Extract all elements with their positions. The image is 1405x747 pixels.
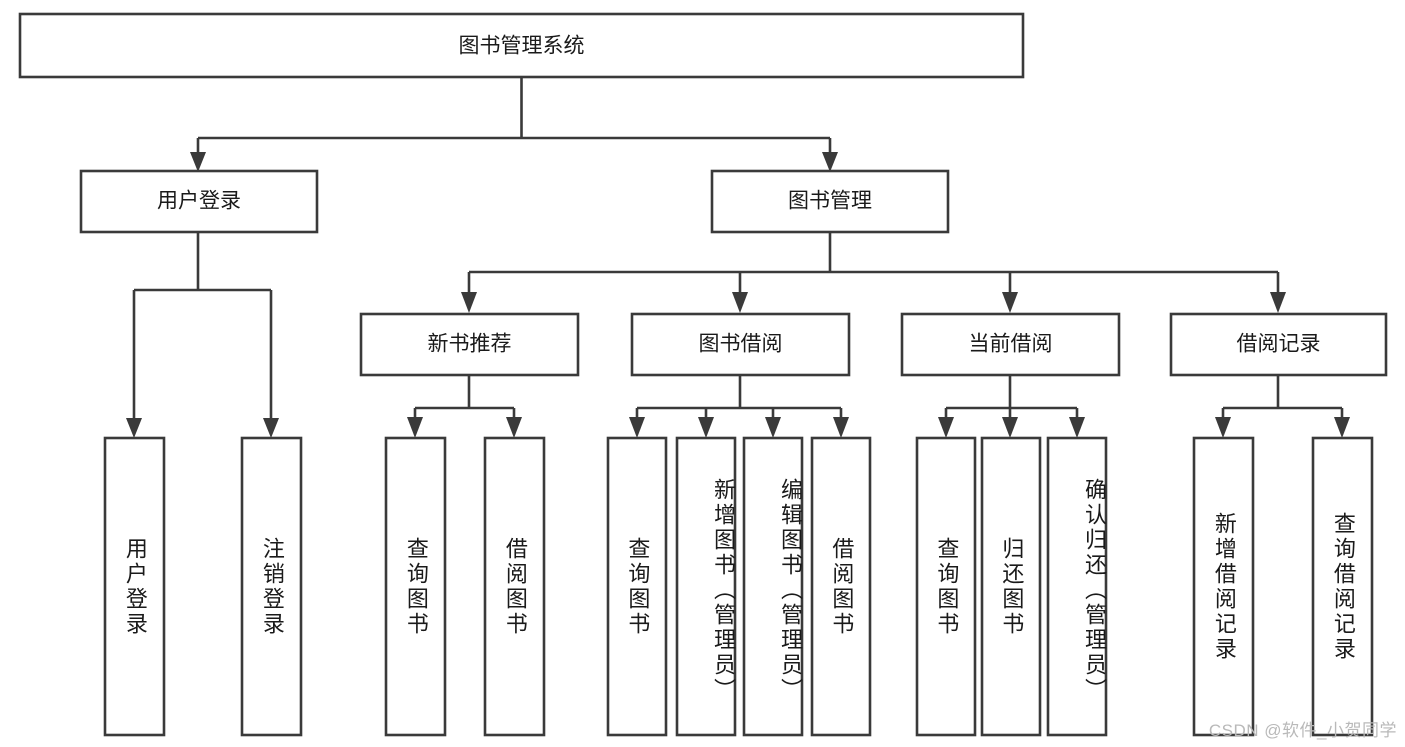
arrowhead-to-borrow-record (1270, 292, 1286, 313)
node-leaf-query-book-3[interactable] (915, 436, 977, 737)
node-leaf-borrow-book-2[interactable] (810, 436, 872, 737)
node-leaf-borrow-book-1[interactable] (483, 436, 546, 737)
arrowhead-to-leaf-borrow-book-2 (833, 417, 849, 438)
node-leaf-query-book-2[interactable] (606, 436, 668, 737)
node-leaf-edit-book[interactable] (742, 436, 804, 737)
node-leaf-return-book[interactable] (980, 436, 1042, 737)
node-user-login-label: 用户登录 (157, 190, 241, 213)
edge-borrowrecord-trunk (1221, 375, 1344, 425)
csdn-watermark: CSDN @软件_小贺同学 (1208, 721, 1397, 740)
node-leaf-query-book-1[interactable] (384, 436, 447, 737)
arrowhead-to-leaf-user-login (126, 418, 142, 438)
node-new-book-rec-label: 新书推荐 (428, 333, 512, 356)
node-book-manage-label: 图书管理 (788, 190, 872, 213)
arrowhead-to-current-borrow (1002, 292, 1018, 313)
node-current-borrow[interactable]: 当前借阅 (900, 312, 1121, 377)
arrowhead-to-leaf-query-book-3 (938, 417, 954, 438)
arrowhead-to-leaf-borrow-book-1 (506, 417, 522, 438)
node-leaf-user-login[interactable] (103, 436, 166, 737)
arrowhead-to-leaf-add-record (1215, 417, 1231, 438)
arrowhead-to-leaf-add-book (698, 417, 714, 438)
edge-userlogin-trunk (132, 232, 273, 427)
node-book-manage[interactable]: 图书管理 (710, 169, 950, 234)
arrowhead-to-leaf-edit-book (765, 417, 781, 438)
edge-currentborrow-trunk (944, 375, 1079, 425)
arrowhead-to-book-manage (822, 152, 838, 172)
node-root[interactable]: 图书管理系统 (18, 12, 1025, 79)
node-leaf-confirm-return[interactable] (1046, 436, 1108, 737)
arrowhead-to-leaf-query-book-2 (629, 417, 645, 438)
arrowhead-to-leaf-query-book-1 (407, 417, 423, 438)
arrowhead-to-leaf-return-book (1002, 417, 1018, 438)
node-current-borrow-label: 当前借阅 (969, 333, 1053, 356)
arrowhead-to-user-login (190, 152, 206, 172)
node-new-book-rec[interactable]: 新书推荐 (359, 312, 580, 377)
arrowhead-to-leaf-confirm-return (1069, 417, 1085, 438)
node-book-borrow[interactable]: 图书借阅 (630, 312, 851, 377)
arrowhead-to-book-borrow (732, 292, 748, 313)
edge-newbookrec-trunk (413, 375, 516, 425)
node-leaf-query-record[interactable] (1311, 436, 1374, 737)
edge-bookmanage-trunk (467, 232, 1280, 300)
node-leaf-logout[interactable] (240, 436, 303, 737)
node-leaf-add-record[interactable] (1192, 436, 1255, 737)
node-borrow-record[interactable]: 借阅记录 (1169, 312, 1388, 377)
edge-group (126, 77, 1350, 438)
arrowhead-to-leaf-logout (263, 418, 279, 438)
edge-root-trunk (196, 77, 832, 160)
node-borrow-record-label: 借阅记录 (1237, 333, 1321, 356)
edge-bookborrow-trunk (635, 375, 843, 425)
node-user-login[interactable]: 用户登录 (79, 169, 319, 234)
node-leaf-add-book[interactable] (675, 436, 737, 737)
arrowhead-to-new-book-rec (461, 292, 477, 313)
node-book-borrow-label: 图书借阅 (699, 333, 783, 356)
node-root-label: 图书管理系统 (459, 35, 585, 58)
arrowhead-to-leaf-query-record (1334, 417, 1350, 438)
